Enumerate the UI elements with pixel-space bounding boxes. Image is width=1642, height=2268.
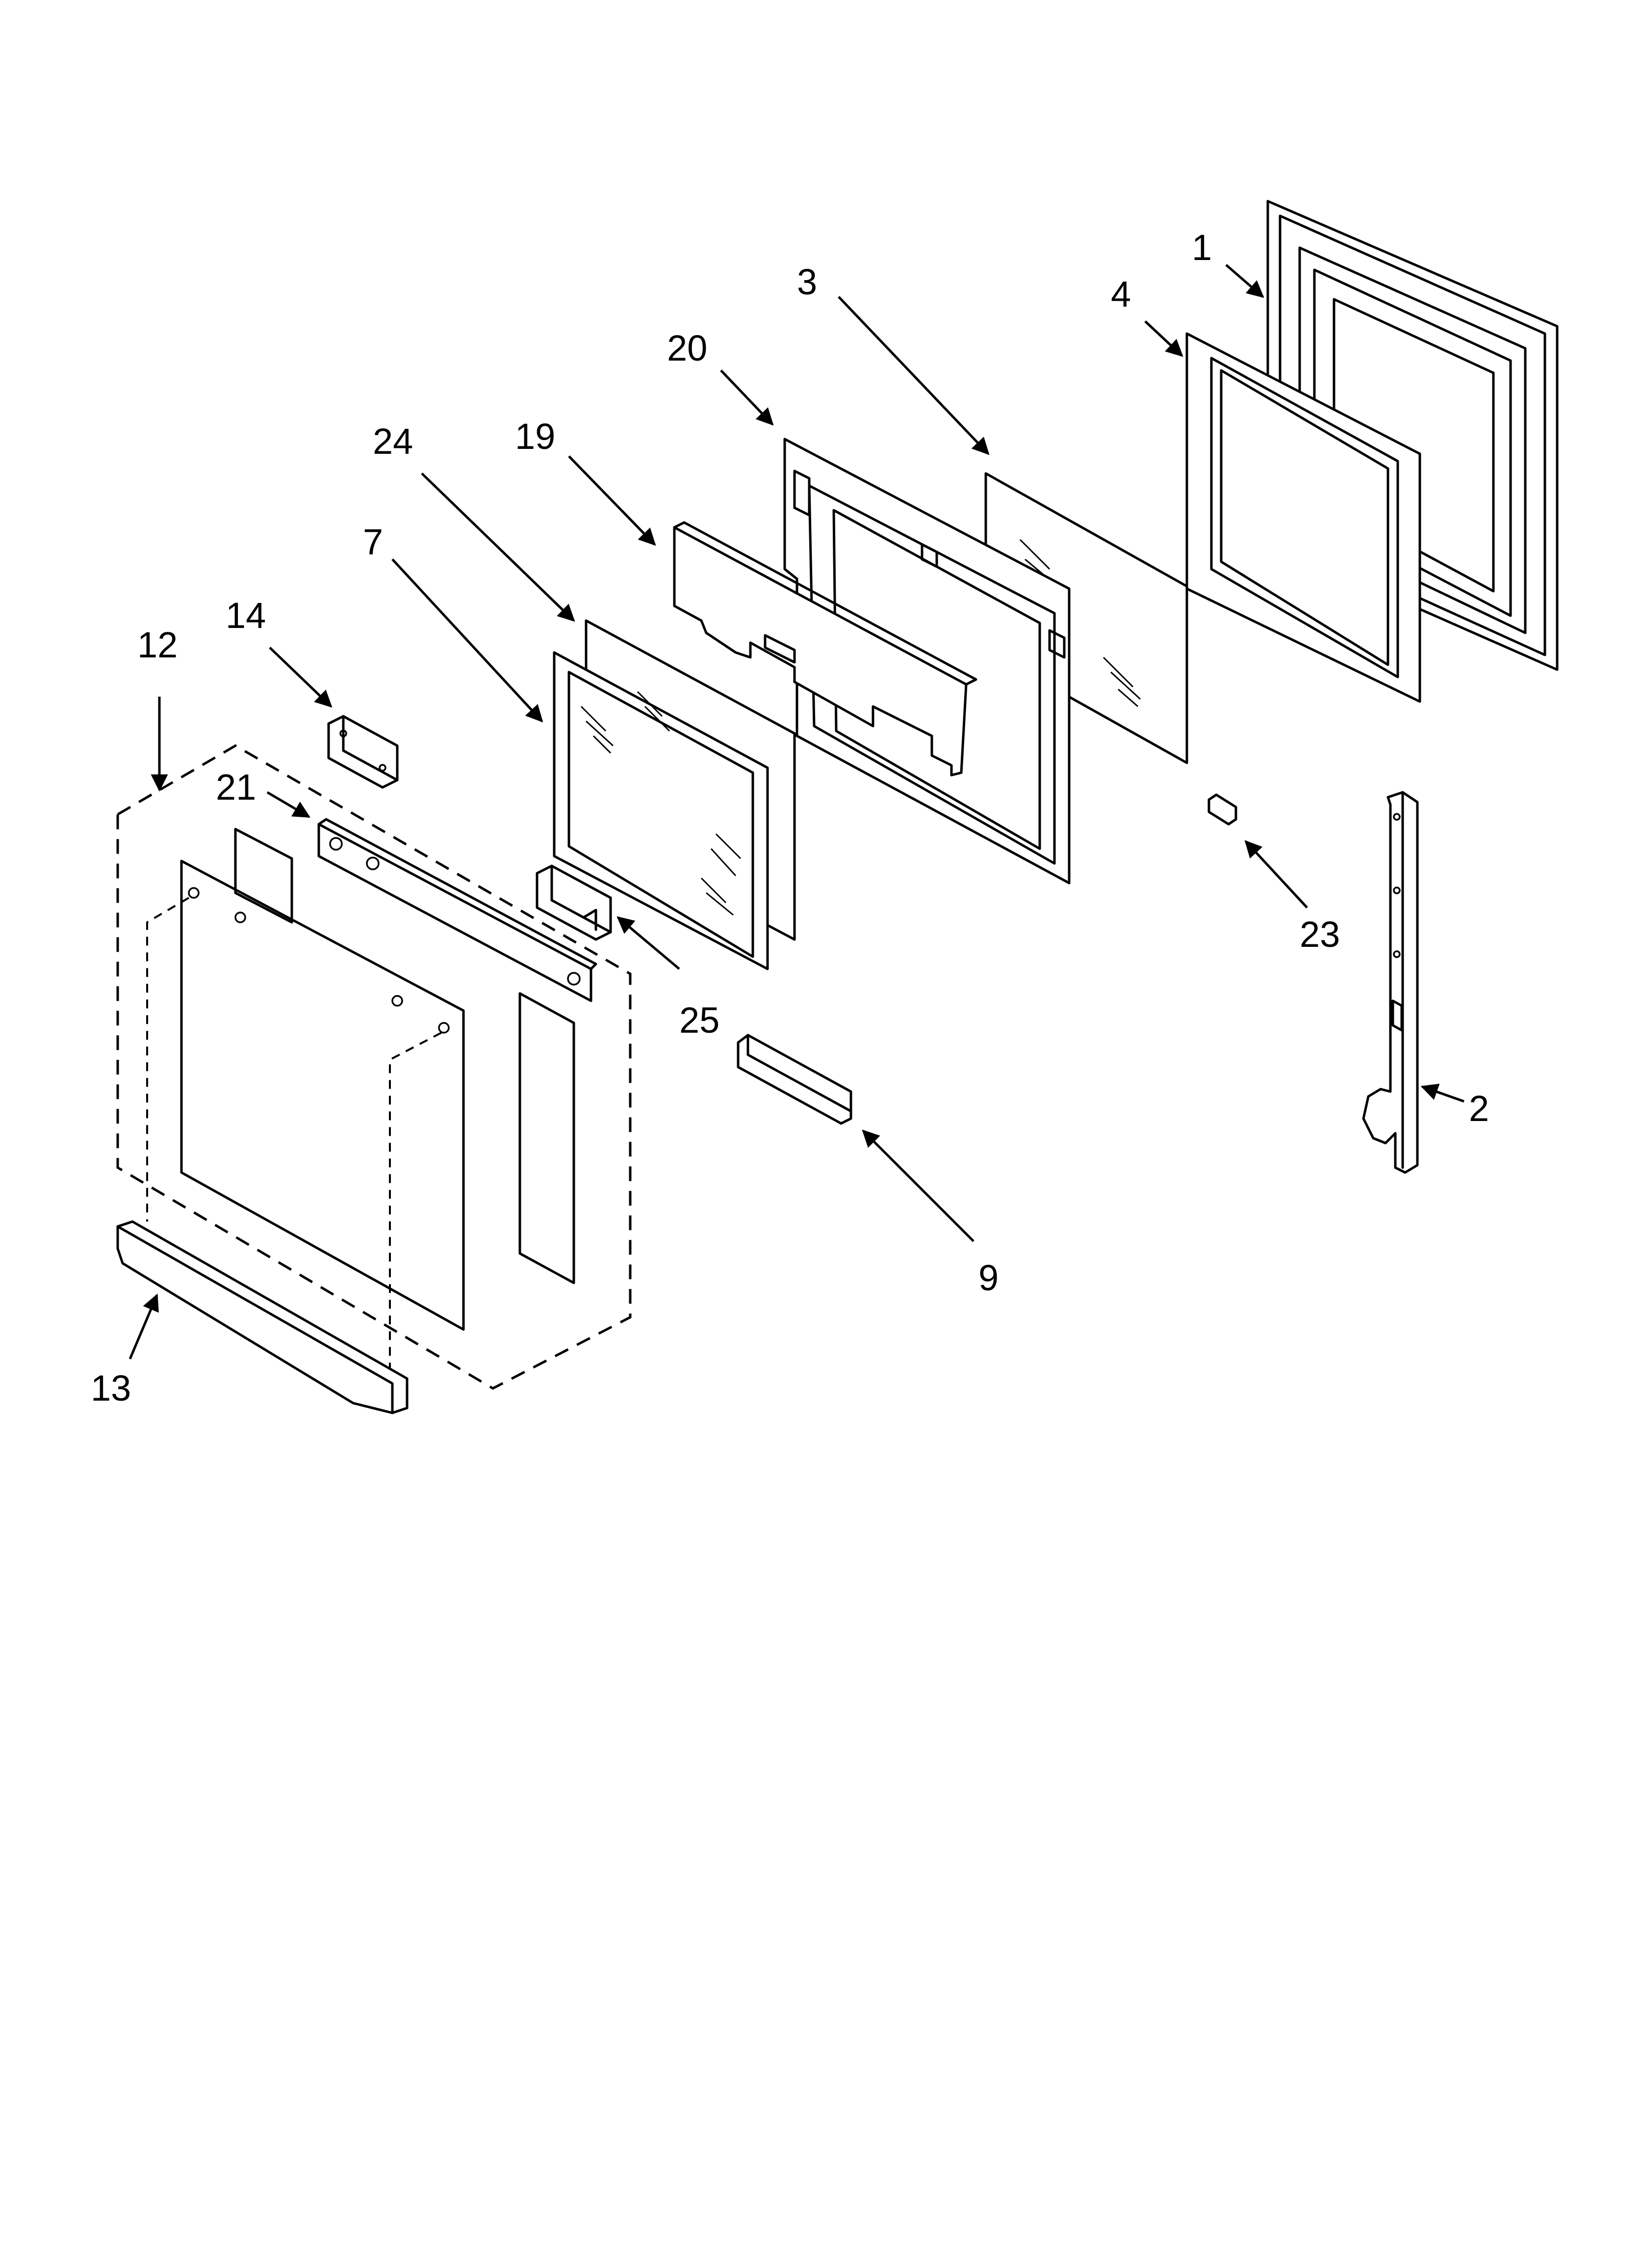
part-19-baffle xyxy=(673,521,977,777)
part-21-mounting-strip xyxy=(317,818,597,1002)
part-23-small-clip xyxy=(1207,793,1237,826)
callout-7: 7 xyxy=(363,521,383,562)
callout-12: 12 xyxy=(137,625,178,665)
callout-3: 3 xyxy=(797,261,817,302)
part-2-hinge-arm xyxy=(1362,791,1419,1174)
leader-4 xyxy=(1144,320,1183,357)
callout-24: 24 xyxy=(373,421,413,462)
leader-9 xyxy=(862,1129,975,1242)
callout-labels: 1 4 3 20 19 24 7 14 12 21 25 23 2 9 13 xyxy=(91,227,1489,1408)
part-12-outer-door-assembly xyxy=(116,744,632,1390)
part-7-glass-panel xyxy=(553,651,769,970)
leader-7 xyxy=(391,558,543,723)
leader-25 xyxy=(616,916,680,970)
leader-2 xyxy=(1420,1083,1464,1103)
callout-4: 4 xyxy=(1111,274,1131,314)
leader-14 xyxy=(269,647,333,708)
callout-1: 1 xyxy=(1192,227,1212,268)
leader-13 xyxy=(128,1293,159,1359)
callout-14: 14 xyxy=(226,595,266,636)
leader-lines xyxy=(128,264,1464,1359)
callout-13: 13 xyxy=(91,1368,131,1408)
callout-9: 9 xyxy=(978,1257,999,1298)
leader-1 xyxy=(1225,264,1264,298)
leader-21 xyxy=(266,791,311,818)
part-13-bottom-trim xyxy=(116,1220,409,1414)
part-9-vent-strip xyxy=(737,1034,852,1125)
part-25-clip xyxy=(536,864,612,941)
callout-23: 23 xyxy=(1300,914,1340,955)
part-4-gasket-frame xyxy=(1185,332,1421,703)
leader-20 xyxy=(720,369,774,426)
leader-19 xyxy=(568,455,656,546)
callout-25: 25 xyxy=(679,1000,719,1041)
callout-21: 21 xyxy=(216,767,256,808)
part-14-hinge-bracket xyxy=(327,715,399,789)
callout-20: 20 xyxy=(667,328,707,368)
leader-23 xyxy=(1244,840,1308,909)
callout-2: 2 xyxy=(1469,1088,1489,1129)
callout-19: 19 xyxy=(515,416,555,457)
leader-24 xyxy=(421,472,575,622)
leader-3 xyxy=(838,296,990,455)
